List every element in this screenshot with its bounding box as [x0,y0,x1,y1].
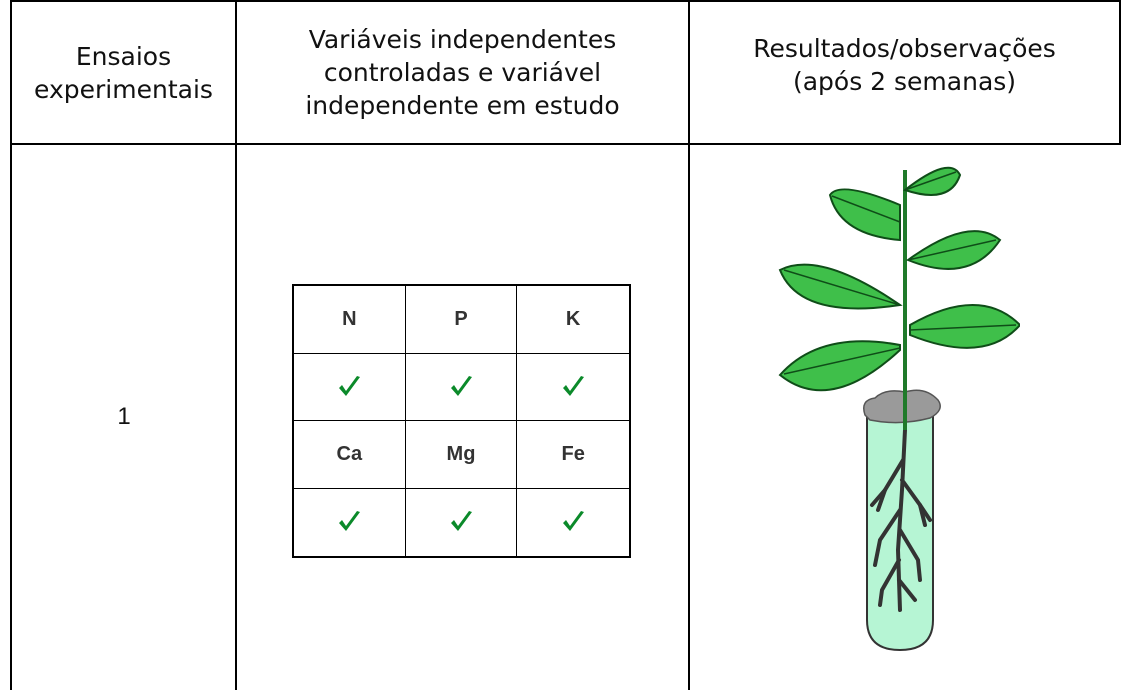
header-cell-variables: Variáveis independentes controladas e va… [237,2,688,143]
table-right-border [1119,0,1121,143]
nutrient-symbol: N [294,286,406,354]
header-results-label: Resultados/observações (após 2 semanas) [753,34,1056,96]
nutrient-symbol: K [517,286,629,354]
header-cell-trials: Ensaios experimentais [12,2,235,143]
check-icon [294,488,406,556]
table-top-border [10,0,1121,2]
check-icon [517,354,629,421]
header-trials-label: Ensaios experimentais [34,41,213,104]
check-icon [294,353,406,421]
col-divider-2 [688,0,690,690]
nutrient-symbol: Ca [294,421,406,489]
plant-in-test-tube-illustration [778,166,1020,652]
nutrient-symbol: P [405,286,518,354]
cotton-plug [863,389,941,424]
col-divider-1 [235,0,237,690]
nutrient-table: N P K Ca Mg Fe [292,284,631,558]
leaf-veins [783,171,1017,375]
trial-number: 1 [117,403,131,430]
table-left-border [10,0,12,690]
header-row-divider [10,143,1121,145]
check-icon [406,488,518,556]
header-cell-results: Resultados/observações (após 2 semanas) [690,2,1119,143]
nutrient-symbol: Mg [405,421,518,489]
check-icon [405,353,518,421]
nutrient-symbol: Fe [517,421,629,489]
header-variables-label: Variáveis independentes controladas e va… [305,25,620,120]
roots [870,428,932,612]
check-icon [517,489,629,557]
